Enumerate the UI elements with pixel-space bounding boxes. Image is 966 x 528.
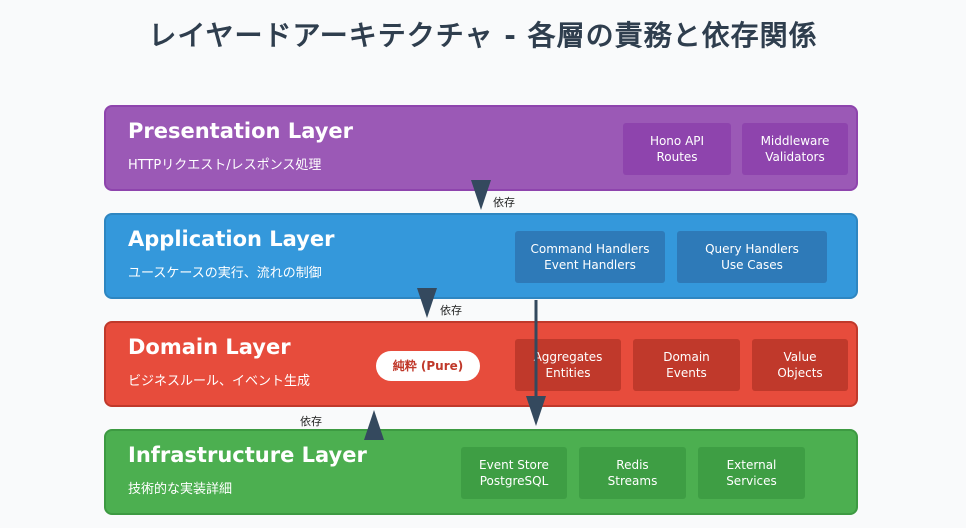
component-line: Redis: [616, 458, 649, 472]
layer-description: HTTPリクエスト/レスポンス処理: [128, 158, 322, 173]
component-line: Command Handlers: [530, 242, 650, 256]
component-line: Streams: [607, 474, 658, 488]
domain-layer: Domain Layer ビジネスルール、イベント生成 純粋 (Pure) Ag…: [104, 321, 858, 407]
component-box: External Services: [698, 447, 805, 499]
layer-name: Domain Layer: [128, 335, 291, 359]
component-line: Objects: [777, 366, 823, 380]
layer-name: Application Layer: [128, 227, 335, 251]
arrow-up-icon: [364, 410, 384, 440]
presentation-layer: Presentation Layer HTTPリクエスト/レスポンス処理 Hon…: [104, 105, 858, 191]
component-box: Hono API Routes: [623, 123, 731, 175]
component-line: External: [726, 458, 777, 472]
component-line: Routes: [656, 150, 698, 164]
arrow-down-icon: [471, 180, 491, 210]
component-line: Value: [783, 350, 817, 364]
component-line: Services: [726, 474, 777, 488]
component-line: Events: [666, 366, 707, 380]
component-line: Middleware: [760, 134, 830, 148]
component-line: Hono API: [649, 134, 705, 148]
component-line: Validators: [765, 150, 825, 164]
component-box: Domain Events: [633, 339, 740, 391]
component-box: Redis Streams: [579, 447, 686, 499]
arrow-down-icon: [526, 396, 546, 426]
diagram-title: レイヤードアーキテクチャ - 各層の責務と依存関係: [148, 19, 818, 52]
component-box: Command Handlers Event Handlers: [515, 231, 665, 283]
layer-description: ビジネスルール、イベント生成: [128, 374, 311, 389]
arrow-down-icon: [417, 288, 437, 318]
component-line: PostgreSQL: [479, 474, 549, 488]
component-box: Event Store PostgreSQL: [461, 447, 567, 499]
component-box: Aggregates Entities: [515, 339, 621, 391]
application-layer: Application Layer ユースケースの実行、流れの制御 Comman…: [104, 213, 858, 299]
infrastructure-layer: Infrastructure Layer 技術的な実装詳細 Event Stor…: [104, 429, 858, 515]
pure-badge: 純粋 (Pure): [376, 351, 480, 381]
component-line: Event Store: [479, 458, 549, 472]
layer-name: Infrastructure Layer: [128, 443, 367, 467]
component-line: Query Handlers: [705, 242, 799, 256]
dependency-label: 依存: [440, 304, 462, 317]
dependency-label: 依存: [493, 196, 515, 209]
component-box: Value Objects: [752, 339, 848, 391]
component-box: Query Handlers Use Cases: [677, 231, 827, 283]
dependency-label: 依存: [300, 415, 322, 428]
component-box: Middleware Validators: [742, 123, 848, 175]
layer-description: 技術的な実装詳細: [128, 482, 233, 497]
component-line: Domain: [663, 350, 710, 364]
layer-name: Presentation Layer: [128, 119, 354, 143]
layer-description: ユースケースの実行、流れの制御: [128, 266, 322, 281]
component-line: Event Handlers: [544, 258, 636, 272]
component-line: Aggregates: [533, 350, 603, 364]
component-line: Use Cases: [721, 258, 783, 272]
component-line: Entities: [545, 366, 591, 380]
